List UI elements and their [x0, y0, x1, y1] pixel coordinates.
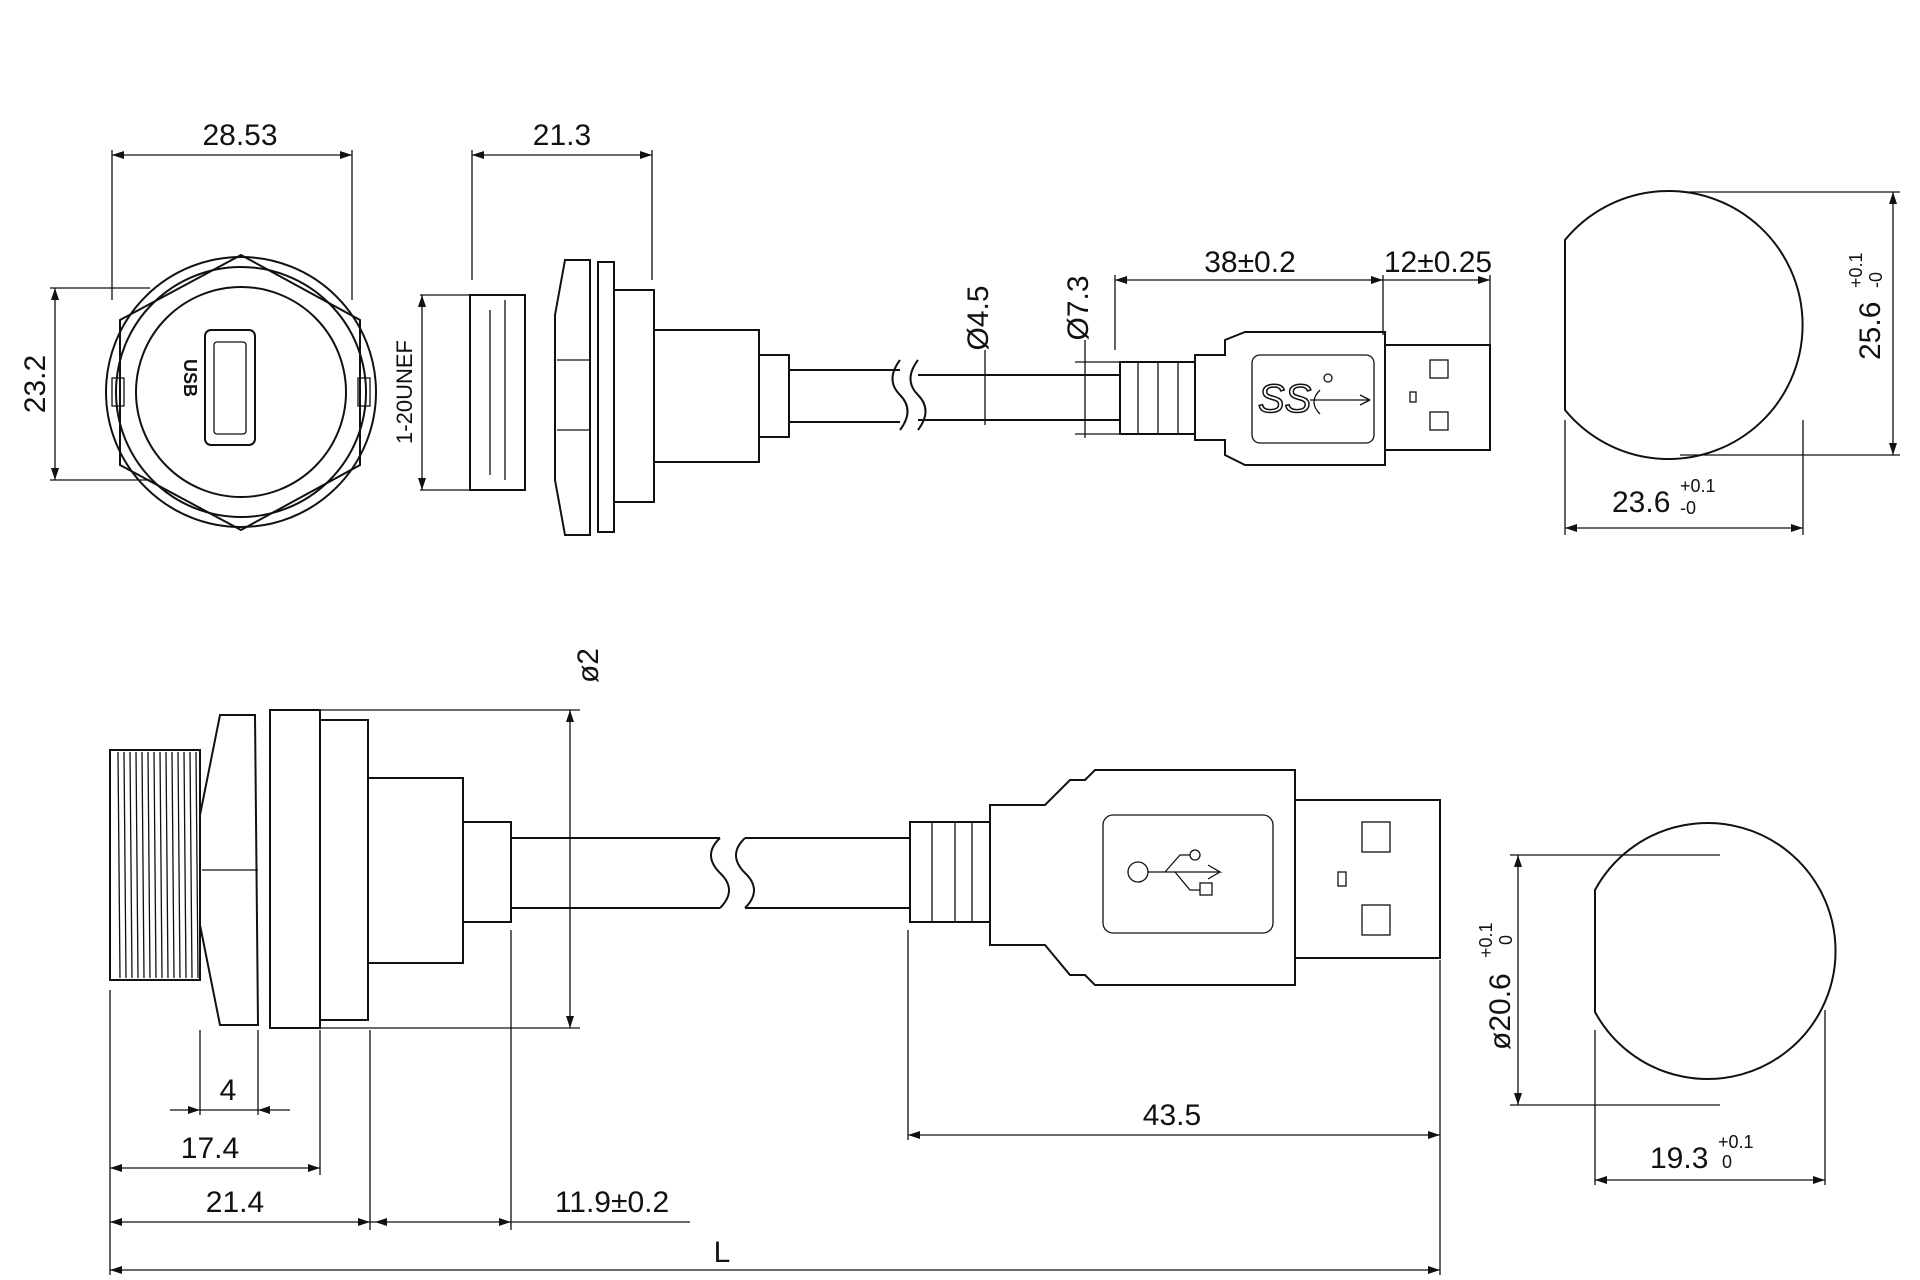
- thread-line: [159, 751, 163, 979]
- bottom-cutout: ø20.6 +0.1 0 19.3 +0.1 0: [1476, 822, 1837, 1185]
- dim-dia-20-6: ø20.6: [1484, 973, 1517, 1050]
- thread-line: [147, 751, 151, 979]
- dim-17-4: 17.4: [181, 1132, 239, 1165]
- bottom-side-view: ø2 4 17.4 21.4 11.9±0.2 43.5: [109, 648, 1441, 1275]
- dim-L: L: [714, 1236, 731, 1269]
- dim-20-6-tol-minus: 0: [1496, 935, 1516, 945]
- thread-line: [165, 751, 169, 979]
- thread-line: [153, 751, 157, 979]
- thread-line: [117, 751, 121, 979]
- thread-line: [141, 751, 145, 979]
- top-cutout: 25.6 +0.1 -0 23.6 +0.1 -0: [1564, 190, 1900, 535]
- dim-25-6-tol-minus: -0: [1866, 272, 1886, 288]
- dim-25-6-tol-plus: +0.1: [1846, 252, 1866, 288]
- dim-23-2: 23.2: [19, 355, 52, 413]
- dim-23-6-tol-plus: +0.1: [1680, 476, 1716, 496]
- dim-38: 38±0.2: [1204, 246, 1296, 279]
- dim-19-3-tol-minus: 0: [1722, 1152, 1732, 1172]
- thread-line: [135, 751, 139, 979]
- dim-21-4: 21.4: [206, 1186, 264, 1219]
- front-view: USB 28.53 23.2: [19, 119, 377, 532]
- dim-12: 12±0.25: [1384, 246, 1492, 279]
- thread-line: [183, 751, 187, 979]
- dim-43-5: 43.5: [1143, 1099, 1201, 1132]
- front-usb-logo: USB: [180, 359, 200, 397]
- dim-28-53: 28.53: [202, 119, 277, 152]
- dim-21-3: 21.3: [533, 119, 591, 152]
- thread-line: [177, 751, 181, 979]
- dim-23-6: 23.6: [1612, 486, 1670, 519]
- side-view: SS 21.3 1-20UNEF Ø4.5 Ø7.3: [392, 119, 1492, 536]
- dim-20-6-tol-plus: +0.1: [1476, 922, 1496, 958]
- thread-label: 1-20UNEF: [392, 340, 417, 444]
- dim-dia-partial: ø2: [572, 648, 605, 683]
- thread-line: [129, 751, 133, 979]
- thread-line: [195, 751, 199, 979]
- thread-line: [189, 751, 193, 979]
- dim-23-6-tol-minus: -0: [1680, 498, 1696, 518]
- dim-25-6: 25.6: [1854, 302, 1887, 360]
- dim-4: 4: [220, 1074, 237, 1107]
- dim-dia-4-5: Ø4.5: [962, 285, 995, 350]
- thread-line: [123, 751, 127, 979]
- dim-19-3-tol-plus: +0.1: [1718, 1132, 1754, 1152]
- dim-dia-7-3: Ø7.3: [1062, 275, 1095, 340]
- ss-logo: SS: [1258, 377, 1312, 421]
- thread-line: [171, 751, 175, 979]
- dim-11-9: 11.9±0.2: [555, 1186, 669, 1219]
- dim-19-3: 19.3: [1650, 1142, 1708, 1175]
